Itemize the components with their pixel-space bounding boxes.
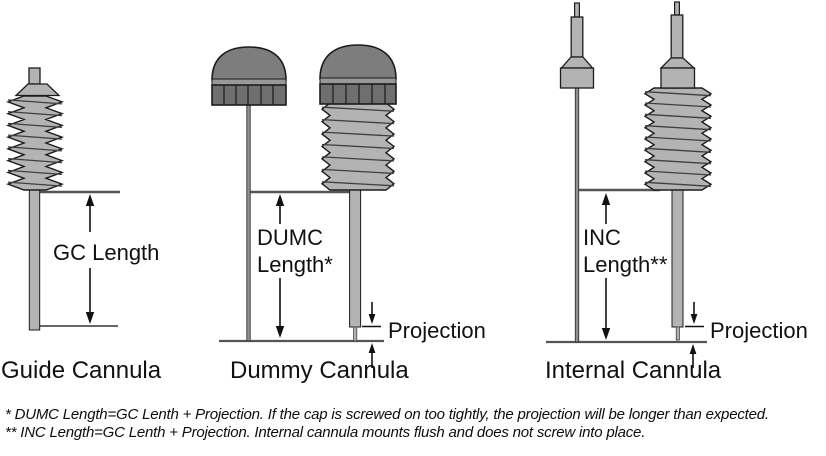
- dummy-cap-knurl-lines: [223, 85, 274, 105]
- dummy-projection-marks: [362, 302, 381, 368]
- dumc-length-line1: DUMC: [257, 225, 323, 250]
- footnote-dumc: * DUMC Length=GC Lenth + Projection. If …: [5, 406, 769, 423]
- inc-length-line2: Length**: [583, 252, 668, 277]
- guide-cannula-figure: [5, 67, 120, 331]
- dummy-shaft: [349, 185, 362, 328]
- inc-length-line1: INC: [583, 225, 621, 250]
- guide-collar: [14, 83, 61, 97]
- internal-wire: [574, 87, 580, 343]
- dummy-cap2-knurl: [319, 83, 397, 105]
- internal-cannula-figure: [546, 1, 713, 368]
- internal2-hub-taper: [659, 57, 696, 69]
- internal-hub-pin: [573, 2, 580, 18]
- guide-top-nub: [28, 67, 41, 85]
- guide-length-arrow: [85, 194, 95, 324]
- internal2-hub-pin: [673, 1, 680, 16]
- internal-projection-marks: [685, 302, 704, 368]
- internal2-shaft: [671, 183, 684, 328]
- internal-projection-label: Projection: [710, 318, 808, 343]
- dummy-cap-rim: [211, 78, 287, 86]
- guide-threads: [5, 95, 65, 191]
- dummy-cap2-knurl-lines: [332, 84, 386, 104]
- internal-hub-block: [559, 67, 595, 89]
- internal2-hub-neck: [670, 14, 684, 59]
- dumc-length-line2: Length*: [257, 252, 333, 277]
- diagram-canvas: [5, 1, 713, 368]
- dummy-cap-dome: [211, 46, 287, 81]
- guide-thread-ridges: [7, 99, 63, 187]
- dummy-cap2-dome: [319, 44, 397, 80]
- dummy-thread-ridges: [321, 106, 395, 187]
- dummy-cap-knurl: [211, 84, 287, 106]
- internal2-hub-block: [660, 67, 696, 89]
- dummy-cap2-rim: [319, 77, 397, 85]
- footnote-inc: ** INC Length=GC Lenth + Projection. Int…: [5, 424, 646, 441]
- internal-hub-taper: [560, 56, 594, 69]
- internal-cannula-caption: Internal Cannula: [545, 357, 722, 384]
- internal-hub-neck: [570, 16, 584, 58]
- dummy-cannula-figure: [211, 44, 397, 368]
- dummy-wire: [246, 104, 251, 342]
- dummy-cannula-caption: Dummy Cannula: [230, 357, 409, 384]
- guide-cannula-caption: Guide Cannula: [1, 357, 162, 384]
- dumc-length-label: DUMC Length*: [257, 224, 333, 278]
- dummy-projection-label: Projection: [388, 318, 486, 343]
- dummy-length-arrow: [275, 194, 285, 338]
- gc-length-label: GC Length: [53, 240, 160, 265]
- internal2-projection-tip: [675, 326, 680, 341]
- inc-length-label: INC Length**: [583, 224, 667, 278]
- guide-shaft: [28, 169, 41, 331]
- internal-thread-ridges: [644, 91, 712, 187]
- dummy-projection-tip: [353, 326, 358, 342]
- internal-length-arrow: [601, 193, 611, 340]
